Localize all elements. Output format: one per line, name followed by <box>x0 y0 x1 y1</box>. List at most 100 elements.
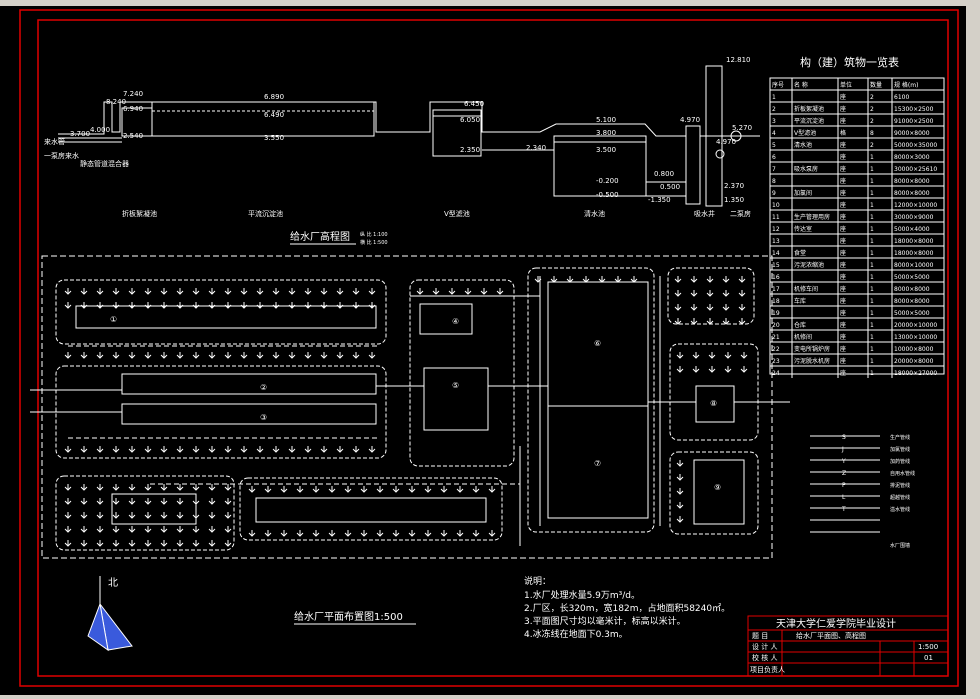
tree-symbol <box>112 540 120 547</box>
table-cell: 5 <box>772 142 776 149</box>
table-cell: 吸水泵房 <box>794 165 818 173</box>
tree-symbol <box>144 484 152 491</box>
tree-symbol <box>128 446 136 453</box>
tree-symbol <box>352 352 360 359</box>
table-cell: 13000×10000 <box>894 334 937 341</box>
north-label: 北 <box>108 577 118 589</box>
table-cell: 8000×3000 <box>894 154 930 161</box>
tree-symbol <box>368 446 376 453</box>
tree-symbol <box>160 540 168 547</box>
tree-symbol <box>144 498 152 505</box>
tree-symbol <box>128 352 136 359</box>
table-cell: 10000×8000 <box>894 346 934 353</box>
table-cell: 座 <box>840 177 846 185</box>
table-cell: 18000×8000 <box>894 250 934 257</box>
tree-symbol <box>312 486 320 493</box>
tree-symbol <box>176 302 184 309</box>
note-line: 3.平面图尺寸均以毫米计，标高以米计。 <box>524 615 686 627</box>
tree-symbol <box>208 446 216 453</box>
table-cell: 座 <box>840 165 846 173</box>
tree-symbol <box>614 276 622 283</box>
title-row-label: 项目负责人 <box>750 665 785 674</box>
tree-symbol <box>264 530 272 537</box>
tree-symbol <box>566 276 574 283</box>
tree-symbol <box>208 526 216 533</box>
tree-symbol <box>128 498 136 505</box>
tree-symbol <box>692 352 700 359</box>
table-cell: 13 <box>772 238 780 245</box>
table-cell: 座 <box>840 261 846 269</box>
tree-symbol <box>64 302 72 309</box>
table-cell: 2 <box>870 106 874 113</box>
table-cell: 座 <box>840 117 846 125</box>
tree-symbol <box>272 288 280 295</box>
table-cell: 50000×35000 <box>894 142 937 149</box>
tree-symbol <box>224 540 232 547</box>
tree-symbol <box>598 276 606 283</box>
table-cell: 变电所锅炉房 <box>794 345 830 353</box>
table-cell: 6 <box>772 154 776 161</box>
table-cell: 4 <box>772 130 776 137</box>
tree-symbol <box>360 530 368 537</box>
note-line: 2.厂区，长320m，宽182m，占地面积58240㎡。 <box>524 602 730 614</box>
outer-frame <box>19 9 959 687</box>
tree-symbol <box>456 530 464 537</box>
window-scrollbar[interactable] <box>966 0 980 699</box>
tree-symbol <box>176 540 184 547</box>
unit-number: ⑥ <box>594 339 601 348</box>
table-cell: 8000×8000 <box>894 190 930 197</box>
level-label: -1.350 <box>648 196 671 204</box>
tree-symbol <box>304 302 312 309</box>
plan-view: ① ② ③ ④ ⑤ ⑥ ⑦ ⑧ ⑨ 给水厂平面布置图1:500 北 <box>30 255 790 652</box>
tree-symbol <box>288 446 296 453</box>
tree-symbol <box>480 288 488 295</box>
table-cell: 座 <box>840 213 846 221</box>
tree-symbol <box>208 288 216 295</box>
table-cell: 座 <box>840 141 846 149</box>
level-label: 5.100 <box>596 116 616 124</box>
tree-symbol <box>128 540 136 547</box>
tree-symbol <box>176 484 184 491</box>
tree-symbol <box>440 530 448 537</box>
table-cell: 1 <box>870 190 874 197</box>
tree-symbol <box>344 530 352 537</box>
tree-symbol <box>144 302 152 309</box>
table-header-cell: 名 称 <box>794 81 808 89</box>
tree-symbol <box>674 290 682 297</box>
tree-symbol <box>740 366 748 373</box>
notes-heading: 说明： <box>524 575 551 587</box>
tree-symbol <box>192 512 200 519</box>
tree-symbol <box>690 290 698 297</box>
tree-symbol <box>208 498 216 505</box>
table-cell: 10 <box>772 202 780 209</box>
table-cell: 23 <box>772 358 780 365</box>
tree-symbol <box>738 276 746 283</box>
title-row-label: 设 计 人 <box>752 642 777 651</box>
level-label: 5.270 <box>732 124 752 132</box>
tree-symbol <box>676 352 684 359</box>
tree-symbol <box>112 302 120 309</box>
tree-symbol <box>724 366 732 373</box>
table-cell: 2 <box>870 94 874 101</box>
table-cell: 座 <box>840 237 846 245</box>
level-label: 2.540 <box>123 132 143 140</box>
tree-symbol <box>352 446 360 453</box>
table-cell: 1 <box>870 226 874 233</box>
level-label: 4.970 <box>716 138 736 146</box>
tree-symbol <box>432 288 440 295</box>
table-header-cell: 单位 <box>840 81 852 89</box>
table-cell: 20000×10000 <box>894 322 937 329</box>
tree-symbol <box>80 498 88 505</box>
tree-symbol <box>128 302 136 309</box>
table-cell: 座 <box>840 321 846 329</box>
tree-symbol <box>376 530 384 537</box>
tree-symbol <box>64 352 72 359</box>
level-label: 12.810 <box>726 56 751 64</box>
tree-symbol <box>96 512 104 519</box>
table-cell: 1 <box>870 214 874 221</box>
table-cell: 17 <box>772 286 780 293</box>
table-header-cell: 规 格(m) <box>894 81 918 89</box>
cad-drawing: 7.240 6.940 2.540 8.240 6.890 6.490 3.55… <box>19 9 959 687</box>
tree-symbol <box>304 288 312 295</box>
